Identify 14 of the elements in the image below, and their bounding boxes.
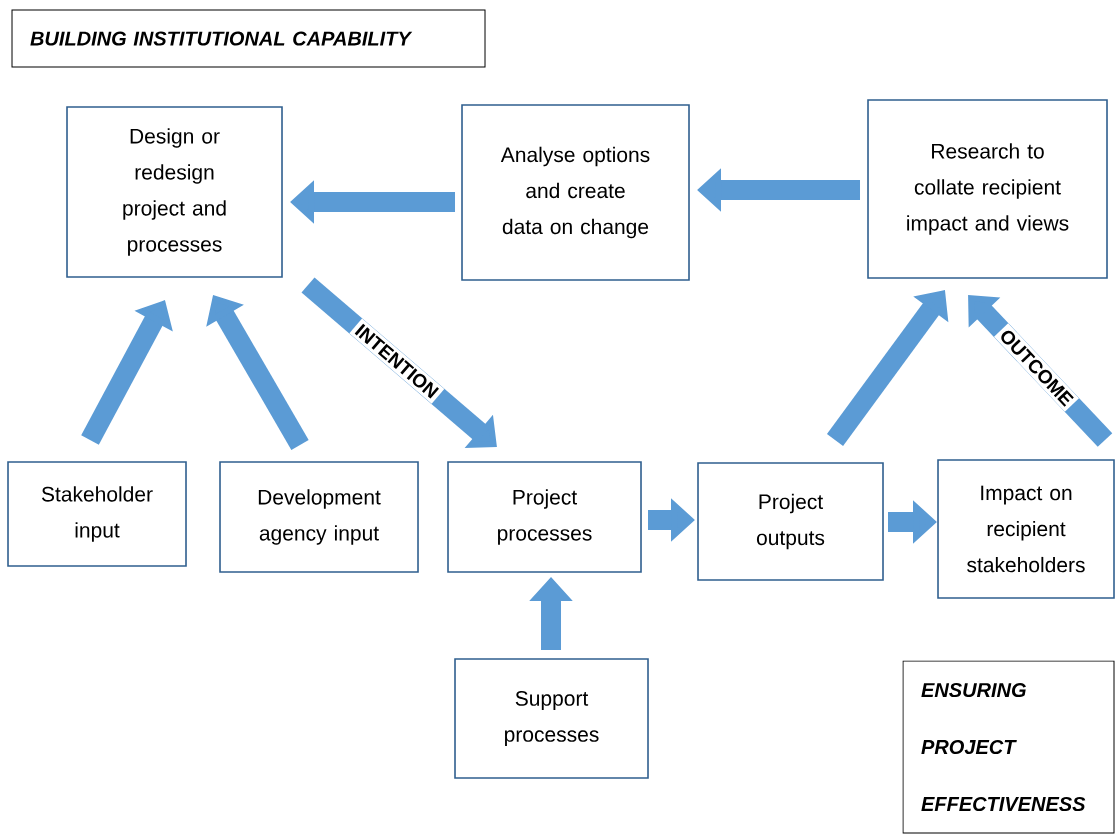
process-box: Project processes — [447, 461, 642, 573]
heading-box: ENSURING PROJECT EFFECTIVENESS — [902, 660, 1115, 834]
block-arrow — [301, 277, 497, 448]
process-box: Design or redesign project and processes — [66, 106, 283, 278]
block-arrow — [968, 295, 1113, 447]
process-box: Development agency input — [219, 461, 419, 573]
process-box: Support processes — [454, 658, 649, 779]
process-box: Research to collate recipient impact and views — [867, 99, 1108, 279]
process-box: Analyse options and create data on change — [461, 104, 690, 281]
block-arrow — [206, 295, 309, 451]
heading-box: BUILDING INSTITUTIONAL CAPABILITY — [11, 9, 486, 68]
process-box: Project outputs — [697, 462, 884, 581]
process-box: Stakeholder input — [7, 461, 187, 567]
process-box: Impact on recipient stakeholders — [937, 459, 1115, 599]
